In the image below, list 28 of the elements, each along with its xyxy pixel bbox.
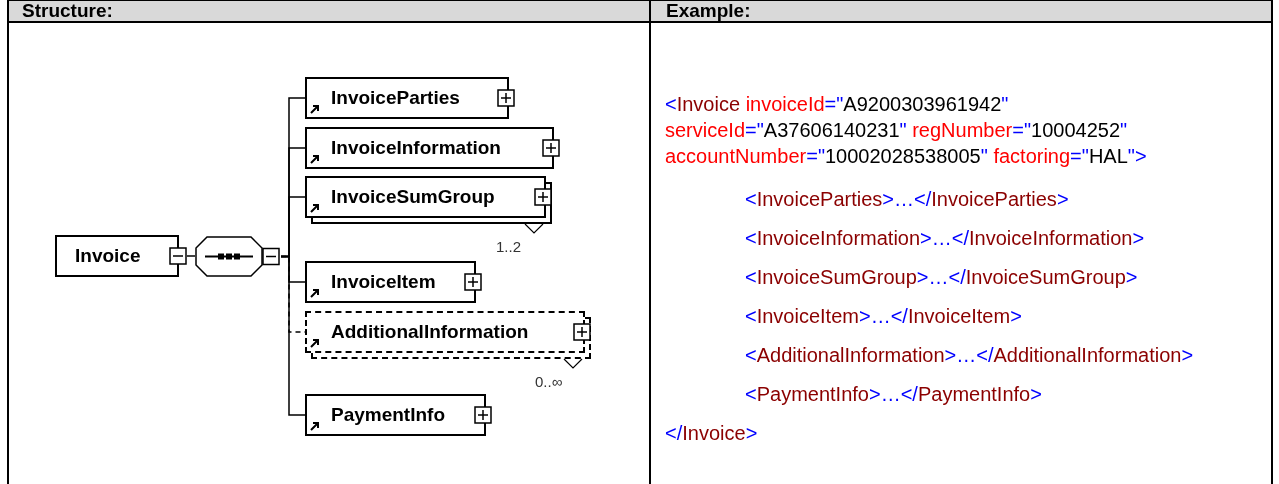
connector-line (280, 255, 306, 416)
xml-code-line: </Invoice> (665, 421, 758, 446)
xml-code-line: <InvoiceInformation>…</InvoiceInformation> (745, 226, 1145, 251)
column-header: Example: (666, 0, 751, 22)
xml-code-line: <InvoiceSumGroup>…</InvoiceSumGroup> (745, 265, 1138, 290)
column-header: Structure: (22, 0, 113, 22)
xml-code-line: <InvoiceItem>…</InvoiceItem> (745, 304, 1022, 329)
xml-code-line: <AdditionalInformation>…</AdditionalInformation> (745, 343, 1194, 368)
element-box (305, 394, 486, 436)
element-box (305, 77, 509, 119)
multiplicity-label: 0..∞ (535, 373, 563, 390)
element-box (305, 261, 476, 303)
element-name: InvoiceItem (331, 271, 436, 293)
element-box (305, 311, 585, 353)
xml-code-line: <Invoice invoiceId="A9200303961942" serviceId="A37606140231" regNumber="10004252" accountNumber="10002028538005" factoring="HAL"> (665, 92, 1148, 169)
element-name: Invoice (75, 245, 141, 267)
xml-code-line: <PaymentInfo>…</PaymentInfo> (745, 382, 1042, 407)
element-name: AdditionalInformation (331, 321, 529, 343)
element-name: InvoiceSumGroup (331, 186, 495, 208)
element-name: PaymentInfo (331, 404, 446, 426)
element-name: InvoiceParties (331, 87, 460, 109)
sequence-compositor-symbol (195, 236, 281, 277)
element-box (305, 127, 554, 169)
multiplicity-label: 1..2 (496, 238, 522, 255)
xml-code-line: <InvoiceParties>…</InvoiceParties> (745, 187, 1069, 212)
connector-line (186, 255, 196, 257)
element-box (305, 176, 546, 218)
element-name: InvoiceInformation (331, 137, 501, 159)
